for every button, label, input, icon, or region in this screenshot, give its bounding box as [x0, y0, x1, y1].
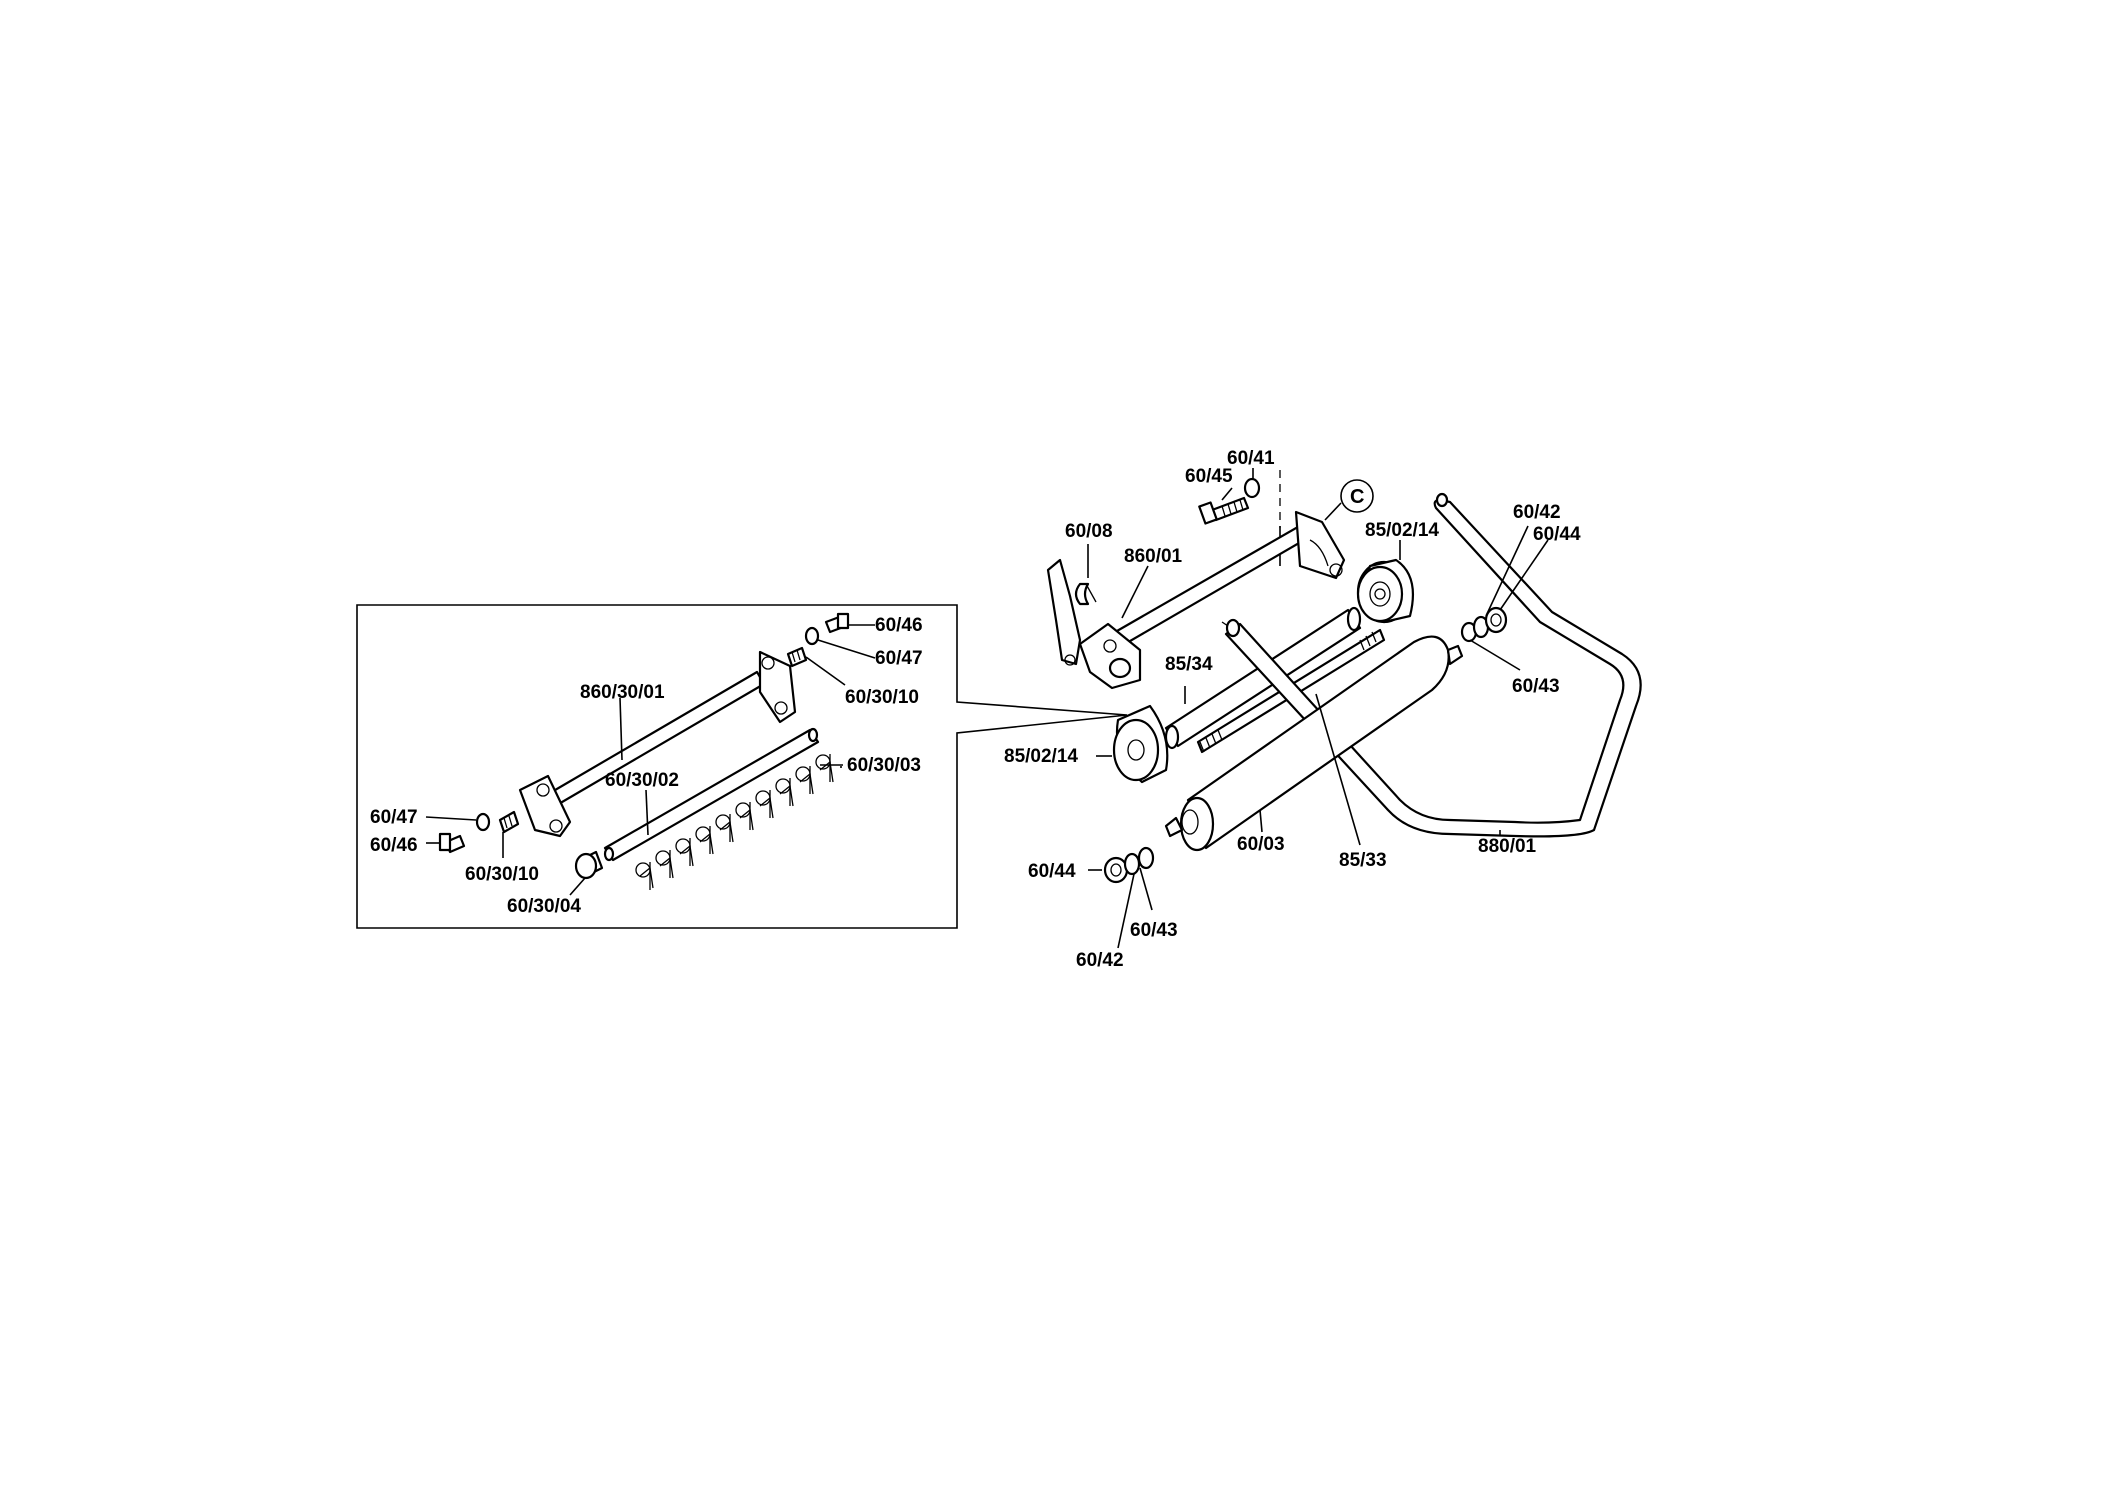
label-60-41: 60/41: [1227, 448, 1275, 469]
label-60-45: 60/45: [1185, 466, 1233, 487]
callout-c-label: C: [1350, 486, 1364, 508]
inset-rod: [603, 727, 820, 862]
inset-fasteners-left: [438, 810, 520, 854]
inset-frame: [356, 604, 1128, 929]
inset-label-60-47-top: 60/47: [875, 648, 923, 669]
right-fasteners: [1460, 606, 1508, 643]
label-60-43-bottom: 60/43: [1130, 920, 1178, 941]
bottom-fasteners: [1103, 846, 1155, 884]
handle-bar: [1221, 492, 1642, 838]
label-85-34: 85/34: [1165, 654, 1213, 675]
wheel-mid: [1112, 704, 1169, 784]
wheel-top: [1356, 558, 1414, 624]
label-880-01: 880/01: [1478, 836, 1537, 857]
inset-detail: 60/46 60/47 860/30/01 60/30/10 60/30/02 …: [356, 604, 1128, 929]
top-bolt: [1198, 477, 1261, 525]
clip: [1074, 582, 1097, 606]
label-860-01: 860/01: [1124, 546, 1183, 567]
inset-label-60-30-03: 60/30/03: [847, 755, 921, 776]
label-60-03: 60/03: [1237, 834, 1285, 855]
inset-frame-bar: [518, 650, 797, 838]
main-assembly: C: [1004, 448, 1642, 971]
roller: [1164, 635, 1464, 852]
label-60-44-top: 60/44: [1533, 524, 1581, 545]
inset-label-60-47-left: 60/47: [370, 807, 418, 828]
label-85-33: 85/33: [1339, 850, 1387, 871]
label-60-42-top: 60/42: [1513, 502, 1561, 523]
main-frame: [1046, 510, 1346, 690]
label-85-02-14-mid: 85/02/14: [1004, 746, 1078, 767]
inset-bushing: [574, 850, 604, 880]
inset-label-60-30-02: 60/30/02: [605, 770, 679, 791]
inset-label-60-30-04: 60/30/04: [507, 896, 581, 917]
inset-label-60-30-10-bottom: 60/30/10: [465, 864, 539, 885]
inset-label-60-46-left: 60/46: [370, 835, 418, 856]
callout-circle: [1340, 479, 1374, 513]
label-85-02-14-top: 85/02/14: [1365, 520, 1439, 541]
label-60-08: 60/08: [1065, 521, 1113, 542]
inset-label-60-30-10-top: 60/30/10: [845, 687, 919, 708]
inset-fasteners-top: [786, 612, 850, 668]
inset-label-860-30-01: 860/30/01: [580, 682, 665, 703]
label-60-44-bottom: 60/44: [1028, 861, 1076, 882]
label-60-43-right: 60/43: [1512, 676, 1560, 697]
inset-springs: [635, 754, 834, 890]
label-60-42-bottom: 60/42: [1076, 950, 1124, 971]
inset-label-60-46-top: 60/46: [875, 615, 923, 636]
axle-85-34: [1164, 606, 1362, 750]
